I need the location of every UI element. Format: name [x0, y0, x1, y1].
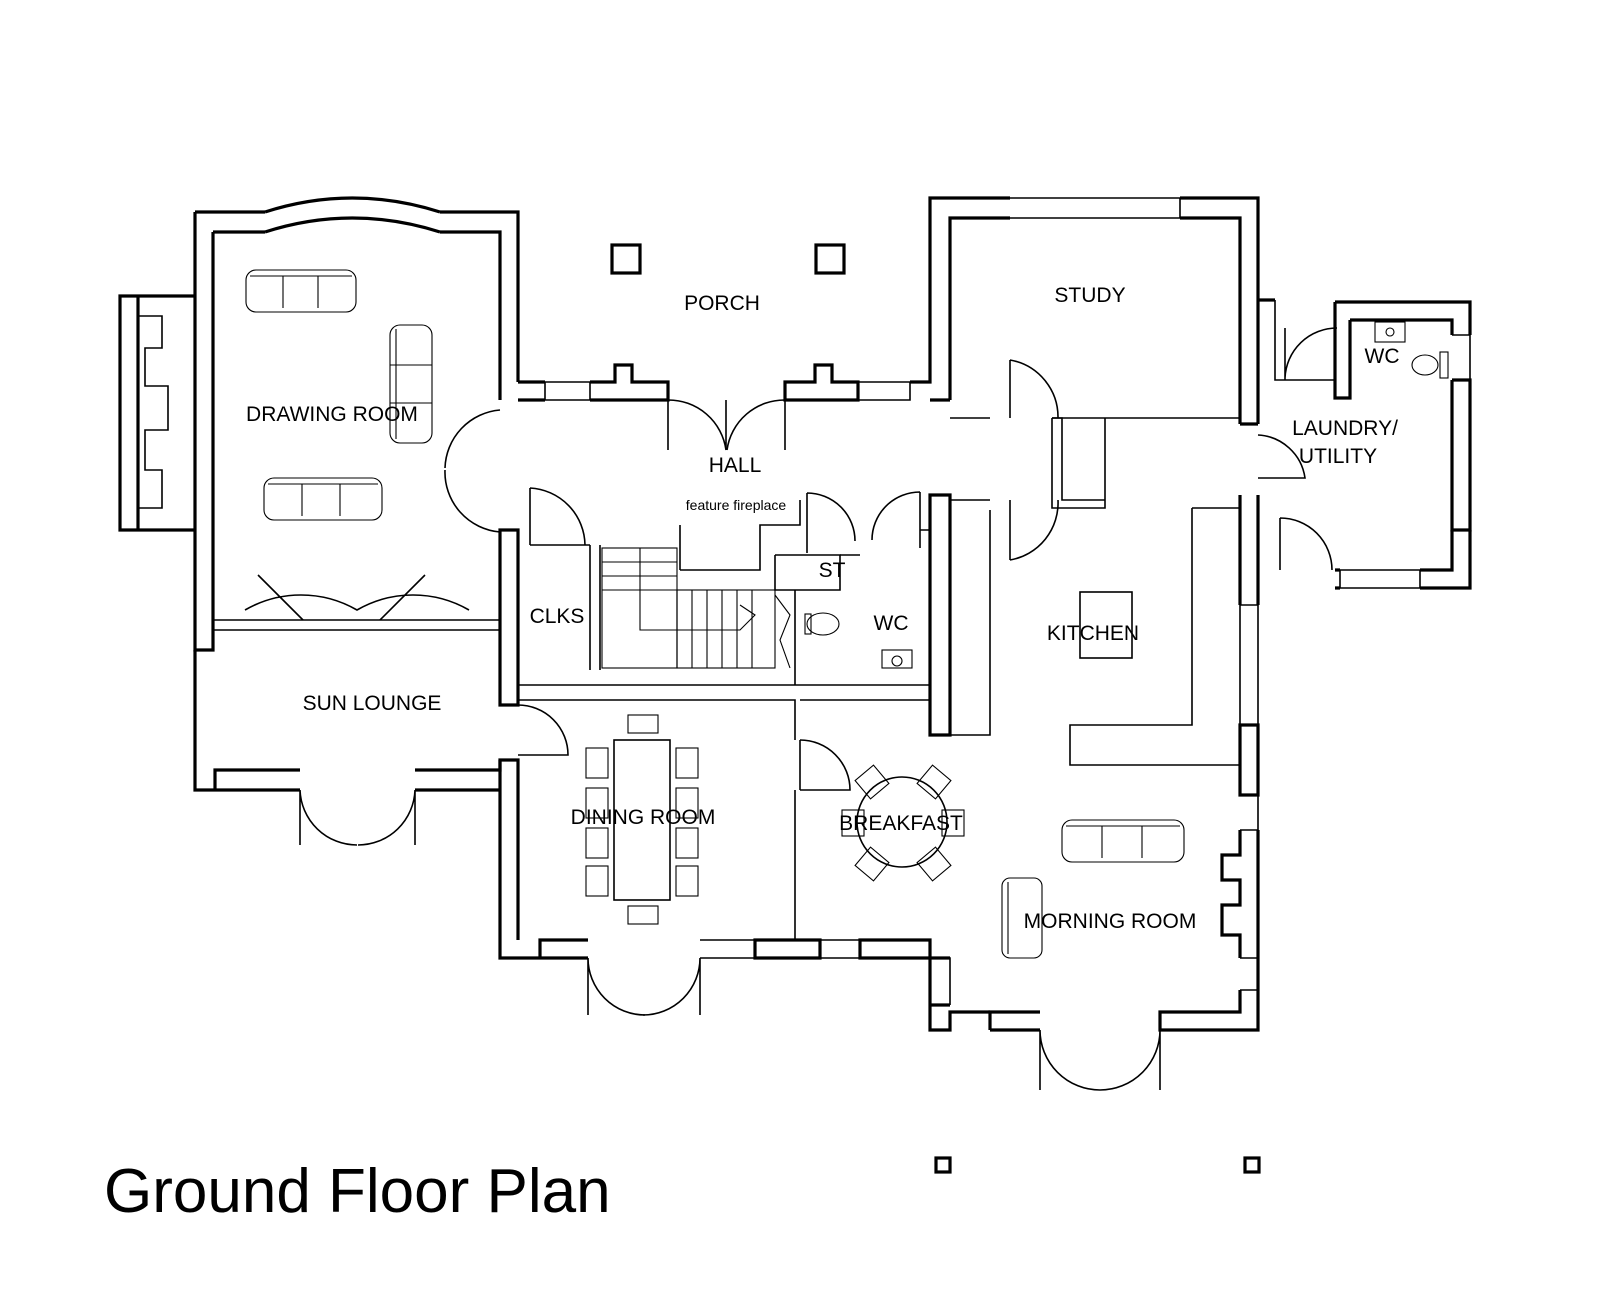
label-sun-lounge: SUN LOUNGE — [303, 692, 442, 715]
label-wc-utility: WC — [1365, 345, 1400, 368]
sofa-icon — [389, 324, 433, 444]
label-breakfast: BREAKFAST — [839, 812, 963, 835]
label-kitchen: KITCHEN — [1047, 622, 1139, 645]
kitchen-island-icon — [1079, 591, 1133, 659]
toilet-icon — [804, 612, 840, 636]
toilet-icon — [1411, 351, 1449, 379]
label-drawing-room: DRAWING ROOM — [246, 403, 418, 426]
sofa-icon — [1061, 819, 1185, 863]
furniture — [245, 269, 1449, 959]
label-utility: UTILITY — [1299, 445, 1377, 468]
label-wc-hall: WC — [874, 612, 909, 635]
label-dining-room: DINING ROOM — [571, 806, 716, 829]
basin-icon — [881, 649, 913, 669]
label-morning-room: MORNING ROOM — [1024, 910, 1197, 933]
label-laundry: LAUNDRY/ — [1292, 417, 1398, 440]
doors — [244, 327, 1338, 1091]
label-clks: CLKS — [530, 605, 585, 628]
room-labels: DRAWING ROOM PORCH STUDY WC LAUNDRY/ UTI… — [246, 284, 1399, 933]
label-st: ST — [819, 559, 846, 582]
label-hall: HALL — [709, 454, 762, 477]
sofa-icon — [263, 477, 383, 521]
staircase — [601, 547, 791, 669]
label-feature-fireplace: feature fireplace — [686, 497, 787, 513]
round-table-icon — [841, 764, 965, 882]
dining-table-icon — [585, 714, 699, 925]
label-study: STUDY — [1054, 284, 1125, 307]
interior-walls — [213, 417, 1240, 940]
post-icon — [1243, 1156, 1261, 1174]
label-porch: PORCH — [684, 292, 760, 315]
post-icon — [934, 1156, 952, 1174]
plan-title: Ground Floor Plan — [104, 1157, 611, 1226]
armchair-icon — [1001, 877, 1043, 959]
sofa-icon — [245, 269, 357, 313]
basin-icon — [1374, 321, 1406, 343]
